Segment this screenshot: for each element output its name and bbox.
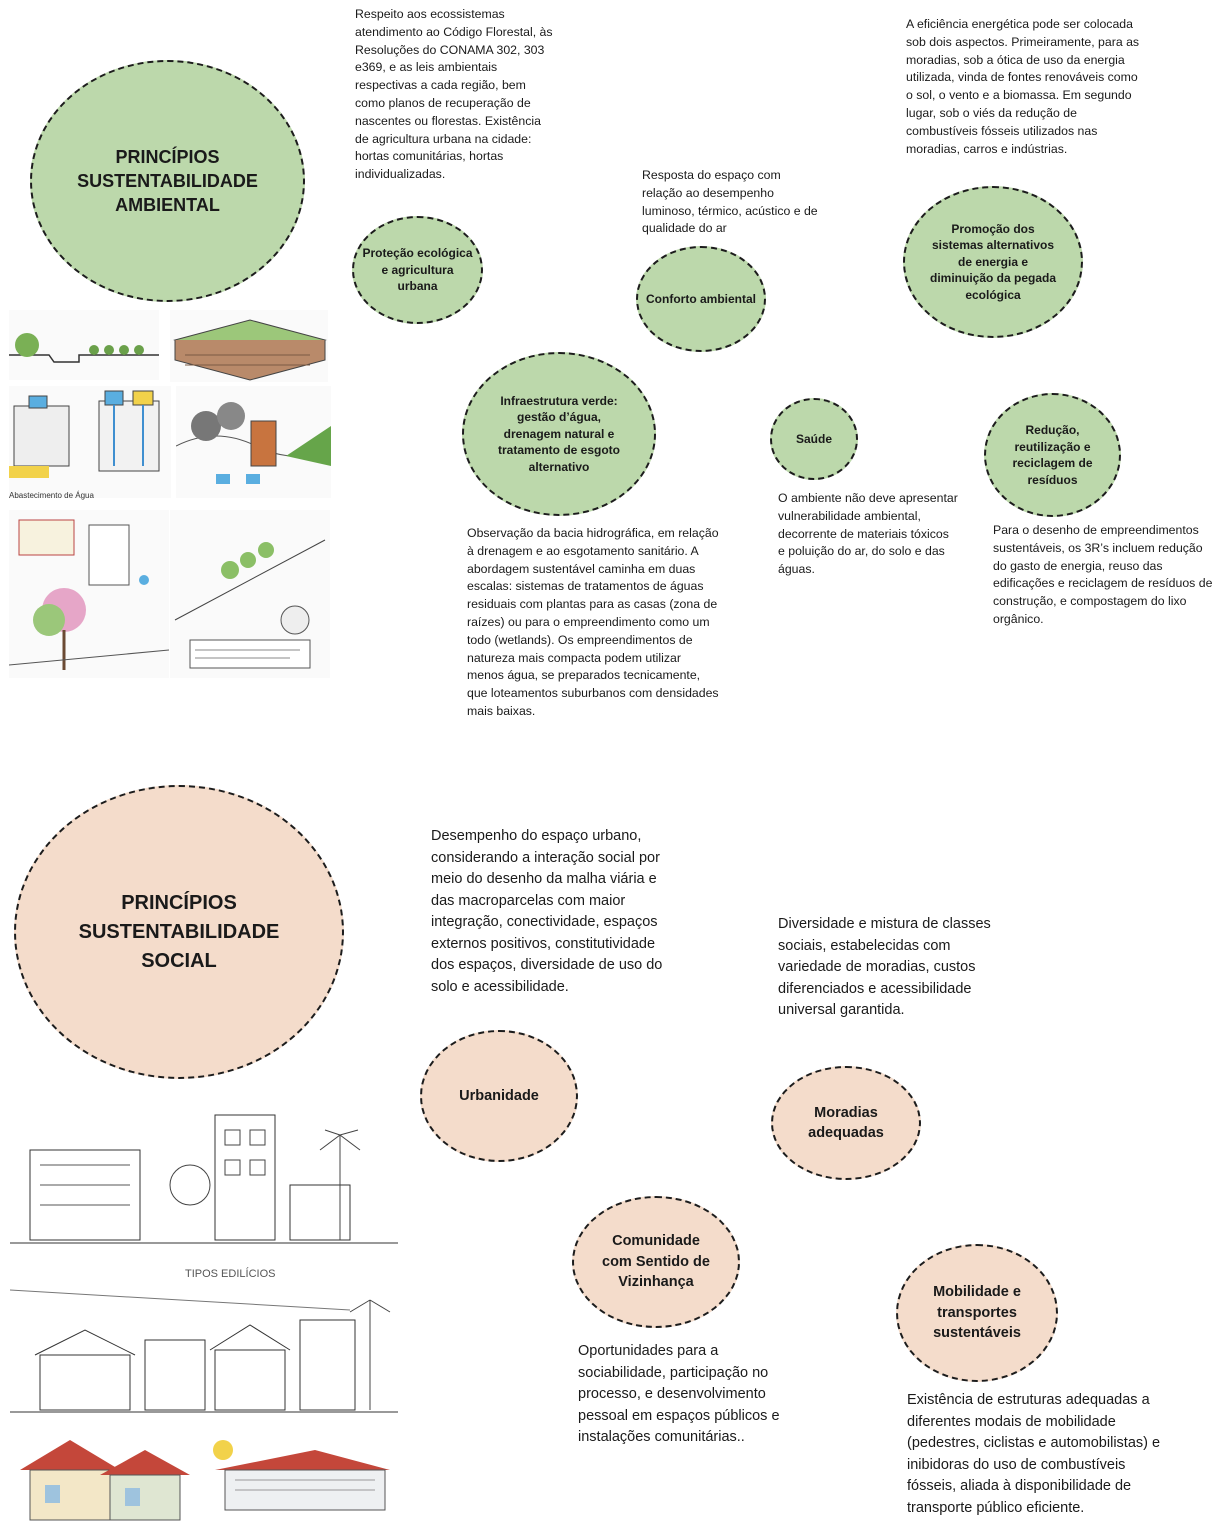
node-label: Infraestrutura verde: gestão d’água, dre… [497,393,620,474]
sketch-colored-houses-left [15,1430,195,1530]
node-comunidade-vizinhanca: Comunidade com Sentido de Vizinhança [572,1196,740,1328]
environmental-main-circle: PRINCÍPIOS SUSTENTABILIDADE AMBIENTAL [30,60,305,302]
node-description: Diversidade e mistura de classes sociais… [778,916,991,1018]
node-infraestrutura-verde: Infraestrutura verde: gestão d’água, dre… [462,352,656,516]
sketch-terrain-profile [9,310,159,380]
node-label: Mobilidade e transportes sustentáveis [933,1284,1021,1342]
node-reducao-residuos: Redução, reutilização e reciclagem de re… [984,393,1121,517]
sketch-slope-vegetation [170,510,330,678]
node-description: A eficiência energética pode ser colocad… [906,17,1140,156]
sketch-street-trees [9,510,169,678]
node-protecao-ecologica: Proteção ecológica e agricultura urbana [352,216,483,324]
node-label: Proteção ecológica e agricultura urbana [362,246,473,294]
node-moradias-adequadas: Moradias adequadas [771,1066,921,1180]
node-label: Conforto ambiental [646,291,756,306]
sketch-urban-street-buildings [10,1105,398,1255]
social-main-title: PRINCÍPIOS SUSTENTABILIDADE SOCIAL [78,891,280,972]
social-main-circle: PRINCÍPIOS SUSTENTABILIDADE SOCIAL [14,785,344,1079]
sketch-colored-houses-right [205,1430,395,1520]
node-label: Redução, reutilização e reciclagem de re… [1012,423,1093,487]
node-urbanidade: Urbanidade [420,1030,578,1162]
node-description: Existência de estruturas adequadas a dif… [907,1392,1161,1516]
sketch-green-roof [170,310,328,382]
node-description: Resposta do espaço com relação ao desemp… [642,168,818,236]
node-energia-alternativa: Promoção dos sistemas alternativos de en… [903,186,1083,338]
node-description: O ambiente não deve apresentar vulnerabi… [778,491,958,577]
sketch-residential-types [10,1280,398,1425]
node-label: Moradias adequadas [808,1104,884,1142]
sketch-caption: Abastecimento de Água [9,491,94,500]
node-label: Saúde [795,431,832,446]
node-description: Observação da bacia hidrográfica, em rel… [467,526,719,718]
node-label: Promoção dos sistemas alternativos de en… [929,221,1057,302]
node-conforto-ambiental: Conforto ambiental [636,246,766,352]
sketch-water-supply-houses [9,386,171,498]
node-mobilidade-transportes: Mobilidade e transportes sustentáveis [896,1244,1058,1382]
environmental-main-title: PRINCÍPIOS SUSTENTABILIDADE AMBIENTAL [77,147,258,215]
node-label: Comunidade com Sentido de Vizinhança [602,1233,710,1291]
node-saude: Saúde [770,398,858,480]
node-description: Desempenho do espaço urbano, considerand… [431,828,663,995]
node-description: Oportunidades para a sociabilidade, part… [578,1343,780,1445]
node-description: Respeito aos ecossistemas atendimento ao… [355,7,553,182]
node-label: Urbanidade [459,1087,539,1104]
sketch-wetland-building [176,386,331,498]
node-description: Para o desenho de empreendimentos susten… [993,523,1213,626]
